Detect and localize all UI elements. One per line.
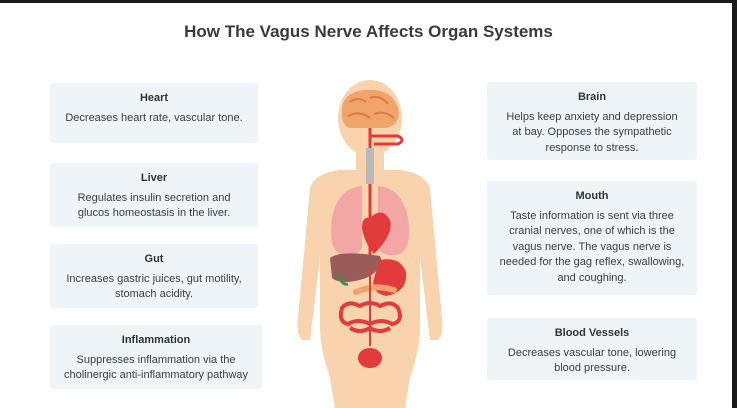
box-heading-blood-vessels: Blood Vessels — [554, 327, 630, 339]
box-heading-mouth: Mouth — [575, 190, 609, 202]
gallbladder-icon — [336, 273, 349, 286]
heart-icon — [362, 212, 391, 254]
box-text-liver: Regulates insulin secretion and glucos h… — [77, 191, 231, 220]
box-text-brain: Helps keep anxiety and depression at bay… — [506, 110, 678, 154]
info-box-liver: Liver Regulates insulin secretion and gl… — [50, 163, 258, 227]
box-text-blood-vessels: Decreases vascular tone, lowering blood … — [507, 346, 677, 375]
brain-icon — [341, 89, 399, 128]
info-box-brain: Brain Helps keep anxiety and depression … — [487, 82, 697, 160]
info-box-gut: Gut Increases gastric juices, gut motili… — [50, 244, 258, 308]
trachea-icon — [366, 148, 374, 184]
info-box-mouth: Mouth Taste information is sent via thre… — [487, 181, 697, 295]
body-illustration — [297, 80, 443, 408]
liver-icon — [330, 253, 382, 282]
left-lung-icon — [331, 186, 362, 256]
bladder-icon — [358, 348, 382, 368]
top-border — [0, 0, 737, 3]
pancreas-icon — [353, 284, 397, 295]
box-heading-brain: Brain — [577, 91, 607, 103]
box-heading-liver: Liver — [140, 172, 168, 184]
page-title: How The Vagus Nerve Affects Organ System… — [184, 22, 553, 41]
box-heading-inflammation: Inflammation — [121, 334, 191, 346]
box-heading-heart: Heart — [139, 92, 169, 104]
box-heading-gut: Gut — [144, 253, 164, 265]
info-box-blood-vessels: Blood Vessels Decreases vascular tone, l… — [487, 318, 697, 380]
info-box-inflammation: Inflammation Suppresses inflammation via… — [50, 325, 262, 389]
box-text-mouth: Taste information is sent via three cran… — [499, 209, 685, 284]
box-text-inflammation: Suppresses inflammation via the choliner… — [63, 353, 249, 382]
mouth-icon — [370, 134, 404, 146]
box-text-gut: Increases gastric juices, gut motility, … — [66, 272, 242, 301]
info-box-heart: Heart Decreases heart rate, vascular ton… — [50, 83, 258, 143]
right-border — [732, 0, 737, 408]
box-text-heart: Decreases heart rate, vascular tone. — [65, 111, 243, 124]
